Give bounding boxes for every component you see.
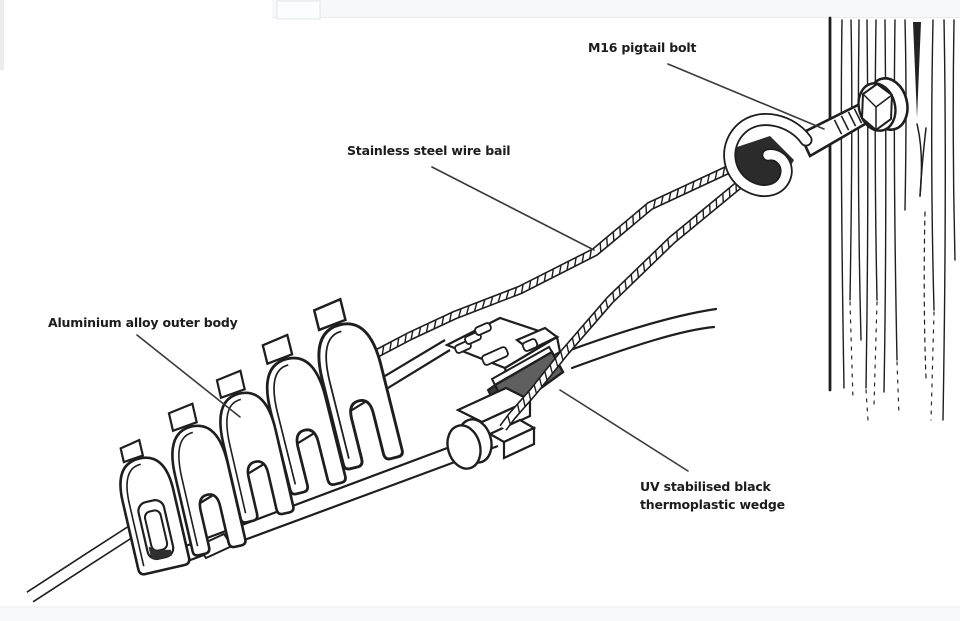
- pigtail-hook: [723, 113, 813, 198]
- label-wedge-line2: thermoplastic wedge: [640, 497, 785, 512]
- wood-grain: [840, 19, 956, 421]
- label-wedge-line1: UV stabilised black: [640, 479, 772, 494]
- pigtail-bolt-shaft: [798, 77, 909, 158]
- leader-wedge: [559, 389, 689, 472]
- diagram-labels: M16 pigtail bolt Stainless steel wire ba…: [48, 40, 785, 512]
- top-strip-tab: [276, 0, 321, 20]
- bail-strand-upper: [369, 161, 738, 360]
- left-edge-sliver: [0, 0, 4, 70]
- leader-lines: [136, 63, 825, 472]
- leader-outer-body: [136, 334, 241, 418]
- wooden-pole: [828, 16, 956, 421]
- bottom-strip: [0, 607, 960, 621]
- hex-nut: [857, 77, 909, 132]
- label-outer-body: Aluminium alloy outer body: [48, 315, 238, 330]
- aluminium-outer-body-ribs: [108, 292, 405, 577]
- label-pigtail-bolt: M16 pigtail bolt: [588, 40, 697, 55]
- leader-wire-bail: [431, 166, 595, 251]
- leader-pigtail-bolt: [667, 63, 825, 130]
- plate-slots: [454, 322, 539, 366]
- top-strip: [272, 0, 960, 17]
- stainless-wire-bail: [369, 161, 743, 431]
- wood-crack-dark: [913, 22, 921, 118]
- bolt-disc: [446, 424, 482, 470]
- label-wire-bail: Stainless steel wire bail: [347, 143, 510, 158]
- conductor-cable-tail: [563, 307, 718, 370]
- bail-strand-lower: [499, 180, 743, 431]
